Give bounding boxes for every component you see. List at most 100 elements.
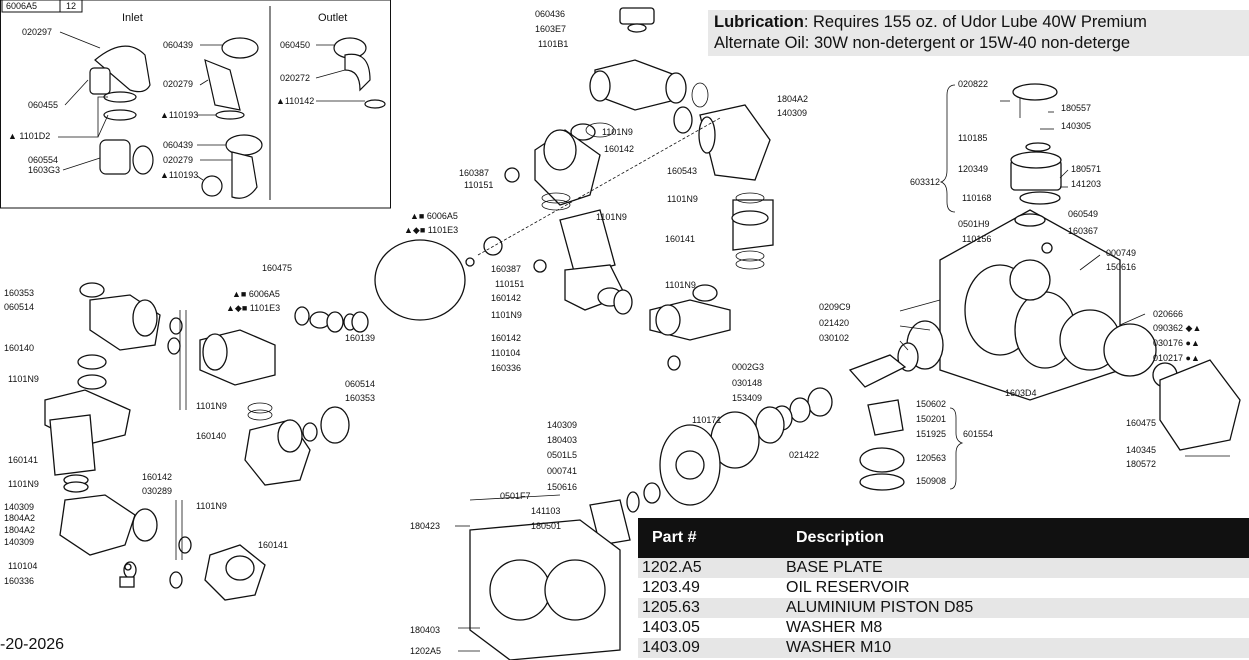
callout-label: 110168	[962, 193, 991, 203]
callout-label: 030148	[732, 378, 762, 388]
callout-label: 160336	[491, 363, 521, 373]
callout-label: 180557	[1061, 103, 1091, 113]
inlet-outlet-inset	[0, 0, 391, 209]
callout-label: 030176 ●▲	[1153, 338, 1200, 348]
callout-label: ▲110142	[276, 96, 314, 106]
callout-label: 110185	[958, 133, 987, 143]
date-text: -20-2026	[0, 636, 65, 653]
callout-label: 180403	[410, 625, 440, 635]
callout-label: 0501L5	[547, 450, 577, 460]
callout-label: 601554	[963, 429, 993, 439]
callout-label: 180403	[547, 435, 577, 445]
alternate-oil-text: 30W non-detergent or 15W-40 non-deterge	[813, 34, 1131, 52]
lubrication-text: : Requires 155 oz. of Udor Lube 40W Prem…	[803, 13, 1147, 31]
callout-label: 060439	[163, 140, 193, 150]
callout-label: 1101N9	[8, 374, 39, 384]
callout-label: 020279	[163, 155, 193, 165]
part-description: BASE PLATE	[782, 558, 1249, 578]
callout-label: 020822	[958, 79, 988, 89]
lubrication-box: Lubrication: Requires 155 oz. of Udor Lu…	[708, 10, 1249, 56]
callout-label: 140309	[4, 537, 34, 547]
inset-part-number: 6006A5	[6, 1, 37, 11]
callout-label: 160336	[4, 576, 34, 586]
inset-quantity: 12	[66, 1, 76, 11]
callout-label: 0501H9	[958, 219, 990, 229]
callout-label: 140309	[547, 420, 577, 430]
callout-label: 141203	[1071, 179, 1101, 189]
callout-label: 140345	[1126, 445, 1156, 455]
callout-label: 1101N9	[667, 194, 698, 204]
callout-label: 1202A5	[410, 646, 441, 656]
manifold-assemblies	[374, 7, 774, 371]
callout-label: 110151	[464, 180, 493, 190]
callout-label: 160142	[142, 472, 172, 482]
callout-label: 110104	[491, 348, 520, 358]
callout-label: ▲■ 6006A5	[410, 211, 458, 221]
callout-label: 1804A2	[4, 513, 35, 523]
callout-label: 120349	[958, 164, 988, 174]
callout-label: 090362 ◆▲	[1153, 323, 1201, 333]
lubrication-label: Lubrication	[714, 13, 804, 31]
callout-label: 180571	[1071, 164, 1101, 174]
callout-label: 140309	[4, 502, 34, 512]
callout-label: 000741	[547, 466, 577, 476]
part-number: 1205.63	[638, 598, 782, 618]
callout-label: 160353	[345, 393, 375, 403]
callout-label: 160387	[491, 264, 521, 274]
callout-label: 020666	[1153, 309, 1183, 319]
inlet-title: Inlet	[122, 12, 143, 24]
callout-label: 151925	[916, 429, 946, 439]
callout-label: 160353	[4, 288, 34, 298]
callout-label: 020297	[22, 27, 52, 37]
callout-label: 060439	[163, 40, 193, 50]
callout-label: 160142	[491, 293, 521, 303]
callout-label: 160141	[8, 455, 38, 465]
header-description: Description	[782, 518, 1249, 558]
callout-label: 150908	[916, 476, 946, 486]
callout-label: 160142	[491, 333, 521, 343]
callout-label: 1603G3	[28, 165, 60, 175]
callout-label: 603312	[910, 177, 940, 187]
part-description: WASHER M8	[786, 619, 883, 636]
crankcase-assembly	[469, 83, 1241, 660]
callout-label: 0002G3	[732, 362, 764, 372]
callout-label: ▲ 1101D2	[8, 131, 50, 141]
callout-label: 150616	[1106, 262, 1136, 272]
callout-label: 160140	[4, 343, 34, 353]
callout-label: 1101N9	[665, 280, 696, 290]
callout-label: 160475	[262, 263, 292, 273]
callout-label: 160475	[1126, 418, 1156, 428]
callout-label: 160141	[665, 234, 695, 244]
header-part-number: Part #	[638, 518, 782, 558]
callout-label: 110171	[692, 415, 721, 425]
callout-label: 1804A2	[4, 525, 35, 535]
callout-label: 150602	[916, 399, 946, 409]
callout-label: 1603D4	[1005, 388, 1037, 398]
callout-label: 150201	[916, 414, 946, 424]
part-description: OIL RESERVOIR	[786, 579, 910, 596]
callout-label: 1101N9	[491, 310, 522, 320]
inset-fittings	[89, 37, 386, 199]
callout-label: ▲◆■ 1101E3	[226, 303, 280, 313]
callout-label: 020272	[280, 73, 310, 83]
callout-label: 0501F7	[500, 491, 531, 501]
callout-label: 153409	[732, 393, 762, 403]
callout-label: 060450	[280, 40, 310, 50]
callout-label: 180572	[1126, 459, 1156, 469]
parts-table-header: Part # Description	[638, 518, 1249, 558]
part-number: 1202.A5	[638, 558, 782, 578]
callout-label: 060514	[345, 379, 375, 389]
callout-label: 060554	[28, 155, 58, 165]
callout-label: 060549	[1068, 209, 1098, 219]
callout-label: 020279	[163, 79, 193, 89]
callout-label: ▲110193	[160, 170, 198, 180]
callout-label: 060455	[28, 100, 58, 110]
callout-label: 1101B1	[538, 39, 568, 49]
